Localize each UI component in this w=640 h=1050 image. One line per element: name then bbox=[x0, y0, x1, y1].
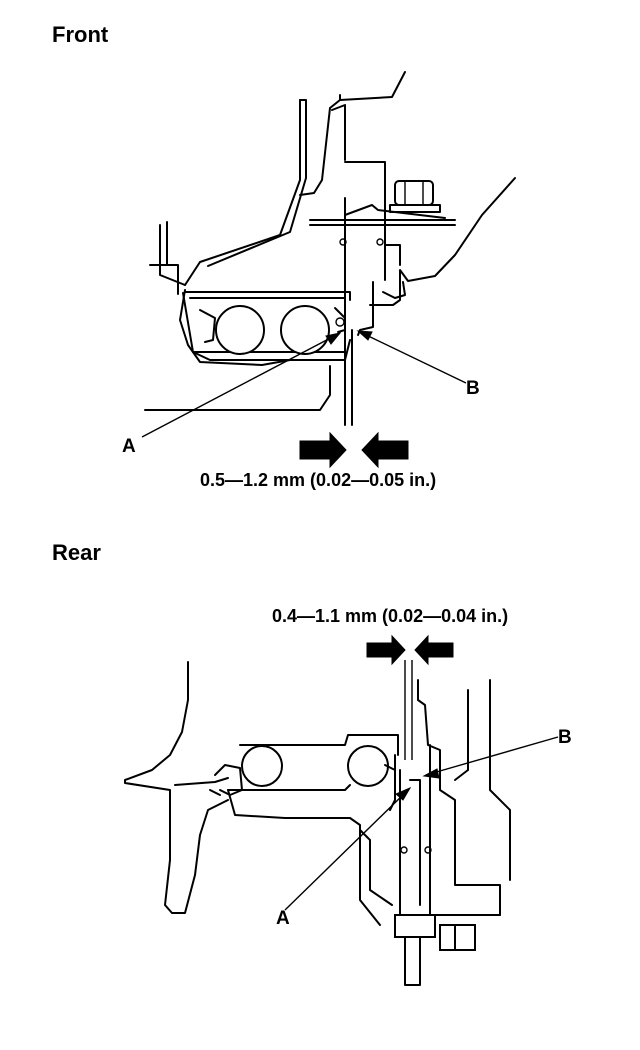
front-bearing-diagram bbox=[141, 71, 516, 469]
front-callout-a: A bbox=[122, 436, 136, 457]
front-callout-b: B bbox=[466, 378, 480, 399]
rear-callout-a: A bbox=[276, 908, 290, 929]
rear-heading: Rear bbox=[52, 540, 101, 565]
rear-clearance-dimension: 0.4—1.1 mm (0.02—0.04 in.) bbox=[272, 606, 509, 626]
front-heading: Front bbox=[52, 22, 109, 47]
rear-callout-b: B bbox=[558, 727, 572, 748]
front-clearance-dimension: 0.5—1.2 mm (0.02—0.05 in.) bbox=[200, 470, 437, 490]
